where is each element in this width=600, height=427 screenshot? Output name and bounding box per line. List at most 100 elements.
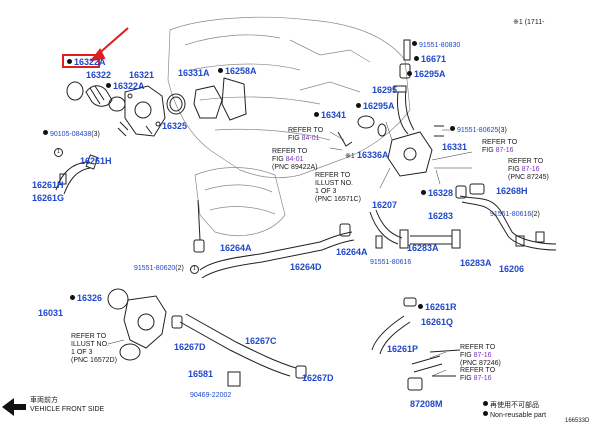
part-label-16336A[interactable]: 16336A: [357, 150, 389, 160]
non-reusable-dot-icon: [67, 59, 72, 64]
part-label-91551-80830[interactable]: 91551-80830: [412, 41, 460, 49]
engine-outline: [167, 16, 411, 179]
vehicle-front-en: VEHICLE FRONT SIDE: [30, 406, 105, 413]
reference-note-8[interactable]: REFER TO FIG 87-16: [460, 367, 496, 382]
intake-outline: [194, 167, 286, 236]
part-label-91551-80616-right[interactable]: 91551-80616(2): [490, 211, 540, 218]
part-label-16322A-highlighted[interactable]: 16322A: [67, 58, 106, 67]
part-label-16283A-1[interactable]: 16283A: [407, 243, 439, 253]
hose-16261Q: [371, 315, 411, 355]
reference-note-5[interactable]: REFER TO FIG 87-16 (PNC 87245): [508, 158, 549, 181]
corner-note: ※1 (1711-: [513, 19, 545, 26]
part-label-16207[interactable]: 16207: [372, 200, 398, 210]
reference-note-1[interactable]: REFER TO FIG 84-01: [288, 127, 324, 142]
housing-16321: [124, 85, 166, 137]
non-reusable-dot-icon: [70, 295, 75, 300]
vehicle-front-jp: 車両前方: [30, 397, 58, 404]
figure-link[interactable]: 87-16: [495, 147, 514, 154]
part-label-16261H-left[interactable]: 16261H: [32, 180, 64, 190]
part-label-16325[interactable]: 16325: [162, 121, 188, 131]
reference-note-4[interactable]: REFER TO FIG 87-16: [482, 139, 518, 154]
part-label-16264A-1[interactable]: 16264A: [220, 243, 252, 253]
legend-row-jp: 再使用不可部品: [483, 401, 539, 409]
note-star-mark: ※1: [345, 153, 355, 160]
non-reusable-dot-icon: [483, 401, 488, 406]
part-label-91551-80616[interactable]: 91551-80616: [370, 259, 412, 266]
part-label-16581[interactable]: 16581: [188, 369, 214, 379]
part-label-16322[interactable]: 16322: [86, 70, 112, 80]
part-label-16341[interactable]: 16341: [314, 111, 346, 120]
part-label-16322A[interactable]: 16322A: [106, 82, 145, 91]
thermostat: [193, 85, 223, 119]
clamp-16261H: [85, 154, 99, 170]
part-label-16267D-2[interactable]: 16267D: [302, 373, 334, 383]
part-label-16328[interactable]: 16328: [421, 189, 453, 198]
part-label-16671[interactable]: 16671: [414, 55, 446, 64]
non-reusable-dot-icon: [450, 126, 455, 131]
part-label-16295[interactable]: 16295: [372, 85, 398, 95]
non-reusable-dot-icon: [414, 56, 419, 61]
gasket-lower: [119, 343, 141, 361]
part-label-16267C[interactable]: 16267C: [245, 336, 277, 346]
part-label-16267D-1[interactable]: 16267D: [174, 342, 206, 352]
legend-row-en: Non-reusable part: [483, 411, 546, 419]
reference-note-6[interactable]: REFER TO ILLUST NO. 1 OF 3 (PNC 16572D): [71, 333, 117, 364]
figure-link[interactable]: 87-16: [473, 352, 492, 359]
part-label-16264D[interactable]: 16264D: [290, 262, 322, 272]
pipe-16267C: [179, 313, 297, 377]
gasket-16331A: [166, 93, 186, 115]
pipe-16206: [459, 195, 557, 251]
hose-16261G: [55, 161, 95, 195]
part-label-16261P[interactable]: 16261P: [387, 344, 419, 354]
part-label-16283A-2[interactable]: 16283A: [460, 258, 492, 268]
hose-16261P: [411, 355, 443, 373]
o-ring-16326: [107, 288, 129, 310]
figure-link[interactable]: 84-01: [285, 156, 304, 163]
non-reusable-dot-icon: [421, 190, 426, 195]
part-label-16261G[interactable]: 16261G: [32, 193, 65, 203]
gasket-16322A: [108, 96, 126, 112]
o-ring-16322: [66, 81, 84, 101]
part-label-16331[interactable]: 16331: [442, 142, 468, 152]
part-label-16258A[interactable]: 16258A: [218, 67, 257, 76]
figure-id: 166533D: [565, 418, 590, 424]
reference-note-2[interactable]: REFER TO FIG 84-01 (PNC 89422A): [272, 148, 318, 171]
highlight-box: [62, 54, 100, 68]
non-reusable-dot-icon: [483, 411, 488, 416]
part-label-16261R[interactable]: 16261R: [418, 303, 457, 312]
reference-note-3[interactable]: REFER TO ILLUST NO. 1 OF 3 (PNC 16571C): [315, 172, 361, 203]
part-label-16295A[interactable]: 16295A: [356, 102, 395, 111]
part-label-16331A[interactable]: 16331A: [178, 68, 210, 78]
part-label-16031[interactable]: 16031: [38, 308, 64, 318]
part-label-91551-80625[interactable]: 91551-80625(3): [450, 126, 507, 134]
part-label-16206[interactable]: 16206: [499, 264, 525, 274]
non-reusable-dot-icon: [43, 130, 48, 135]
part-label-16261Q[interactable]: 16261Q: [421, 317, 454, 327]
reference-note-7[interactable]: REFER TO FIG 87-16 (PNC 87246): [460, 344, 501, 367]
figure-link[interactable]: 87-16: [521, 166, 540, 173]
part-label-16268H[interactable]: 16268H: [496, 186, 528, 196]
part-label-16295A-top[interactable]: 16295A: [407, 70, 446, 79]
non-reusable-dot-icon: [356, 103, 361, 108]
part-label-16261H[interactable]: 16261H: [80, 156, 112, 166]
vehicle-front-arrow: [2, 398, 26, 416]
part-label-90469-22002[interactable]: 90469-22002: [190, 392, 232, 399]
part-label-16283[interactable]: 16283: [428, 211, 454, 221]
figure-link[interactable]: 84-01: [301, 135, 320, 142]
part-label-91551-80620[interactable]: 91551-80620(2): [134, 265, 184, 272]
part-label-16264A-2[interactable]: 16264A: [336, 247, 368, 257]
circle-mark-1-lower: 1: [190, 265, 201, 274]
housing-16031: [123, 295, 167, 349]
part-label-16326[interactable]: 16326: [70, 294, 102, 303]
non-reusable-dot-icon: [106, 83, 111, 88]
part-label-16321[interactable]: 16321: [129, 70, 155, 80]
non-reusable-dot-icon: [418, 304, 423, 309]
non-reusable-dot-icon: [412, 41, 417, 46]
figure-link[interactable]: 87-16: [473, 375, 492, 382]
part-label-87208M[interactable]: 87208M: [410, 399, 443, 409]
gasket-16258A: [221, 77, 247, 121]
part-label-90105-08438[interactable]: 90105-08438(3): [43, 130, 100, 138]
water-outlet-16331: [387, 131, 433, 177]
